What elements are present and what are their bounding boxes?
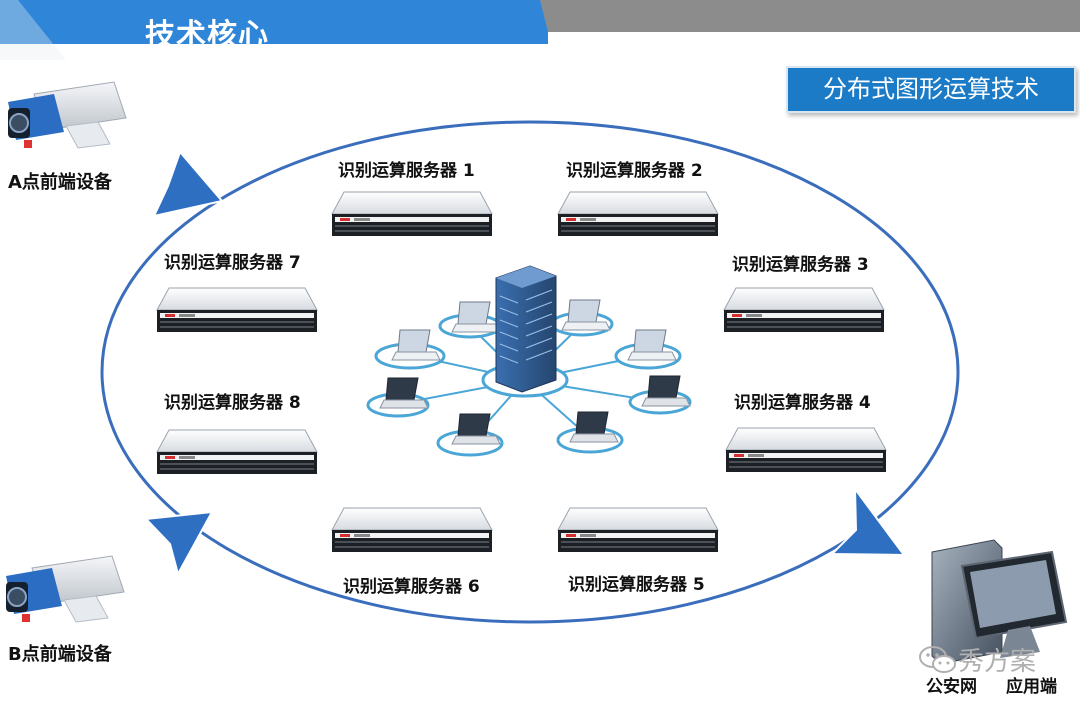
destination-public-security-label: 公安网 [926, 677, 977, 697]
server-5-label: 识别运算服务器 5 [568, 575, 705, 595]
server-5-icon [557, 507, 719, 553]
header-bar [0, 0, 1080, 60]
server-7-label: 识别运算服务器 7 [164, 253, 301, 273]
technology-badge: 分布式图形运算技术 [786, 66, 1076, 113]
server-2-icon [557, 191, 719, 237]
server-3-label: 识别运算服务器 3 [732, 255, 869, 275]
page-title: 技术核心 [145, 18, 269, 53]
server-1-label: 识别运算服务器 1 [338, 161, 475, 181]
wechat-icon [919, 645, 956, 673]
watermark-text: 秀方案 [958, 647, 1037, 677]
server-4-icon [725, 427, 887, 473]
destination-application-label: 应用端 [1006, 677, 1057, 697]
input-arrow-a [152, 150, 224, 218]
front-end-a-label: A点前端设备 [8, 172, 112, 193]
server-4-label: 识别运算服务器 4 [734, 393, 871, 413]
server-7-icon [156, 287, 318, 333]
processing-loop [100, 120, 960, 624]
server-2-label: 识别运算服务器 2 [566, 161, 703, 181]
input-arrow-b [143, 510, 214, 577]
front-end-b-label: B点前端设备 [8, 644, 112, 665]
camera-a-icon [7, 81, 127, 149]
watermark: 秀方案 [918, 641, 1036, 678]
server-8-icon [156, 429, 318, 475]
output-arrow [829, 485, 907, 557]
network-hub-illustration [366, 265, 692, 457]
server-8-label: 识别运算服务器 8 [164, 393, 301, 413]
desktop-computer-icon [931, 539, 1068, 665]
server-1-icon [331, 191, 493, 237]
server-6-icon [331, 507, 493, 553]
server-3-icon [723, 287, 885, 333]
server-6-label: 识别运算服务器 6 [343, 577, 480, 597]
camera-b-icon [5, 555, 125, 623]
